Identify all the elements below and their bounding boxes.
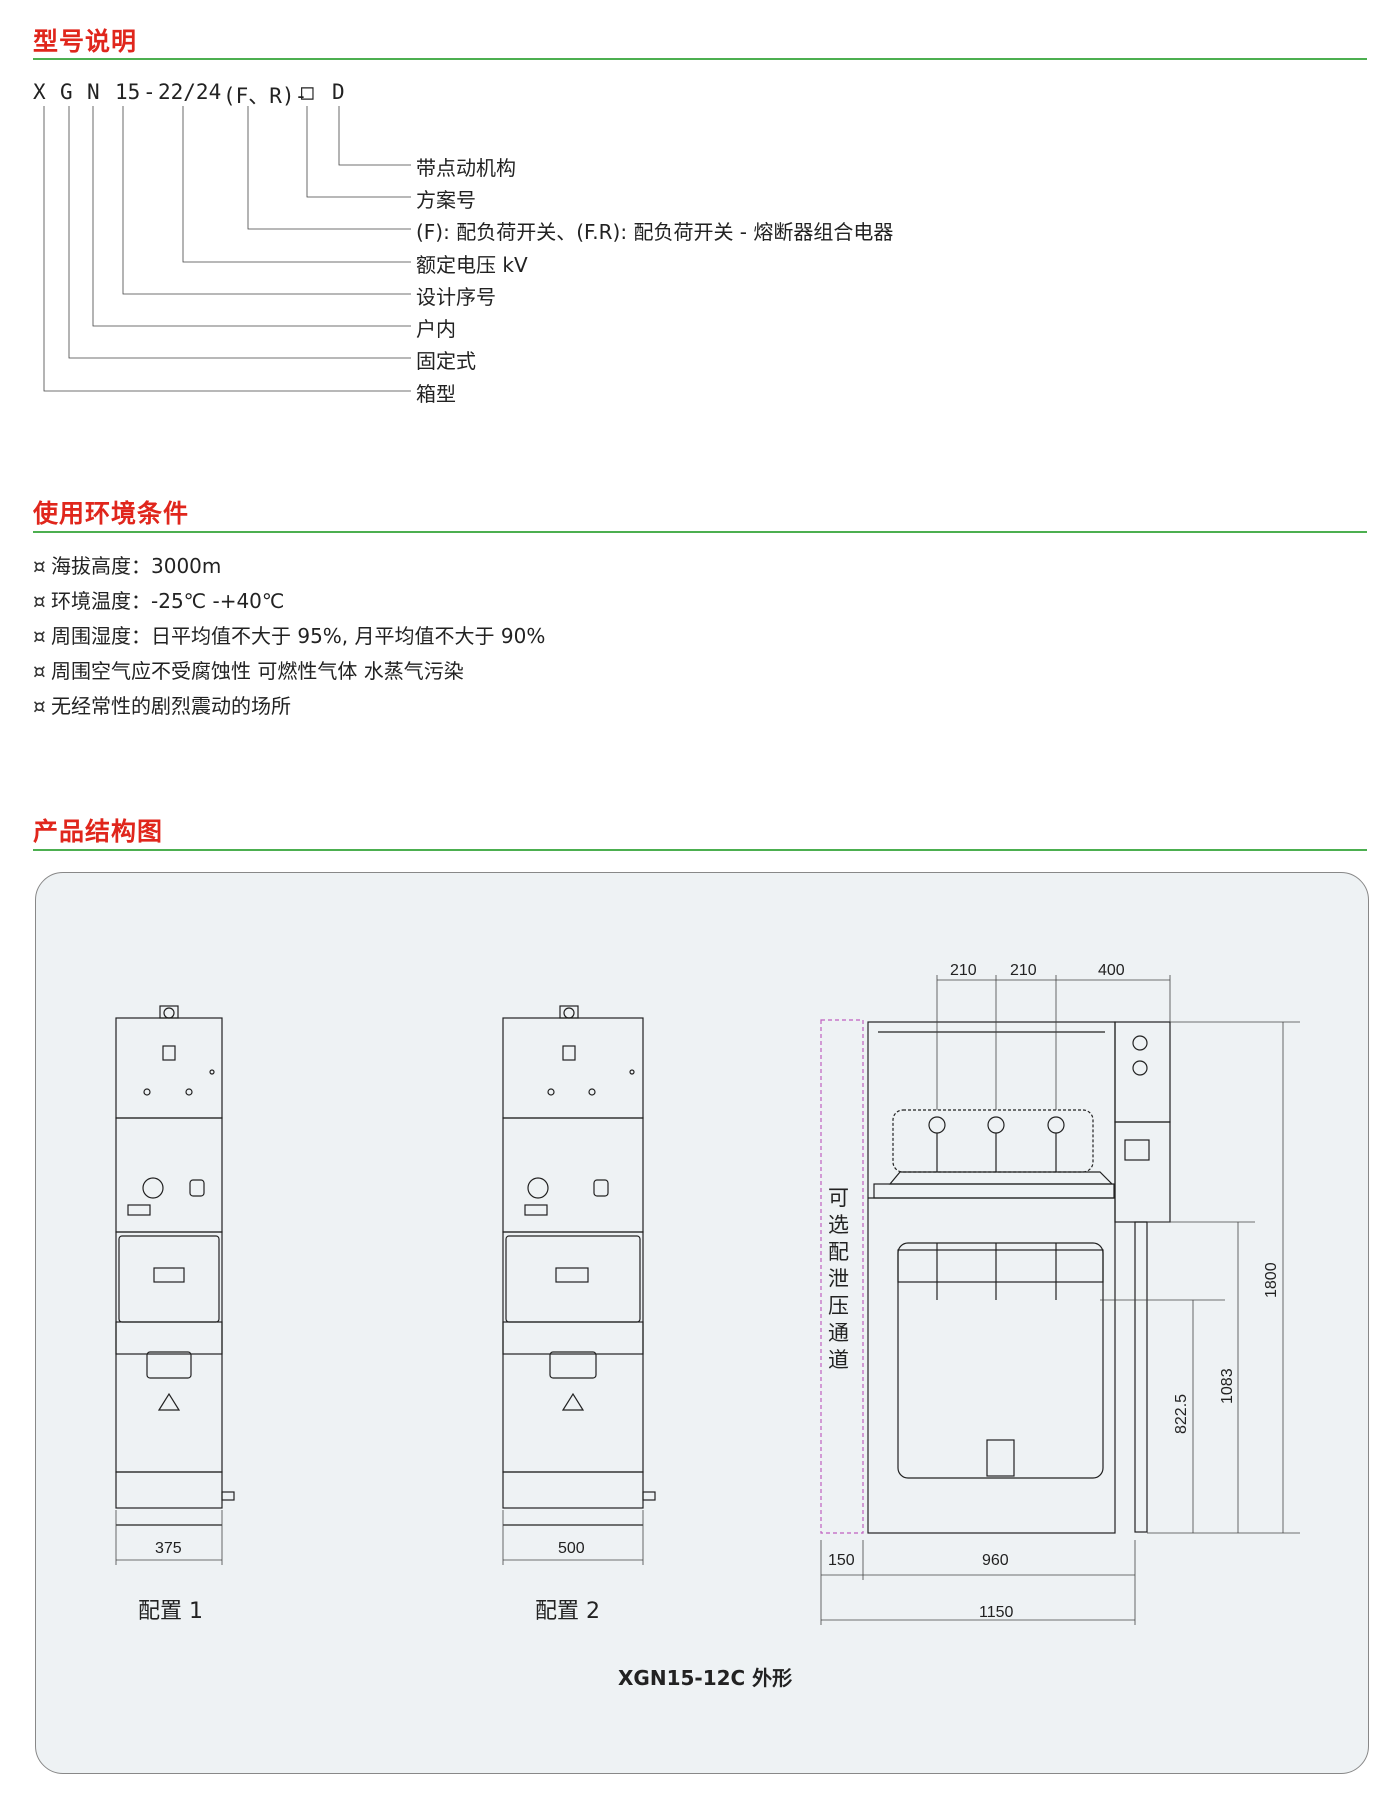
bullet-icon: ¤ [33,554,46,578]
bullet-icon: ¤ [33,624,46,648]
side-dim-1: 822.5 [1173,1394,1190,1434]
model-caption: XGN15-12C 外形 [618,1666,793,1690]
top-dim-3: 400 [1098,962,1125,979]
side-dim-3: 1800 [1263,1262,1280,1298]
code-part-series: 15 [115,80,141,104]
model-desc-7: 箱型 [416,382,456,406]
model-desc-5: 户内 [416,317,456,341]
code-part-fr: (F、R)- [223,84,308,108]
code-part-voltage: 22/24 [158,80,222,104]
section-title-model: 型号说明 [33,27,138,56]
list-item: ¤海拔高度：3000m [33,549,545,584]
code-part-d: D [332,80,345,104]
top-dim-2: 210 [1010,962,1037,979]
bullet-icon: ¤ [33,659,46,683]
config2-width-label: 500 [558,1540,585,1557]
side-dim-2: 1083 [1219,1368,1236,1404]
cabinet-side-view [820,1019,1171,1534]
list-item: ¤无经常性的剧烈震动的场所 [33,689,545,724]
section-title-structure: 产品结构图 [33,817,164,846]
model-desc-4: 设计序号 [416,285,496,309]
model-desc-3: 额定电压 kV [416,253,528,277]
bottom-dim-1: 150 [828,1552,855,1569]
section-divider [33,531,1367,533]
bottom-dim-3: 1150 [979,1604,1014,1621]
code-part-dash: - [143,80,156,104]
code-part-g: G [60,80,73,104]
cabinet-config-1 [115,1005,235,1526]
code-part-x: X [33,80,46,104]
code-part-scheme: □ [301,80,314,104]
config2-caption: 配置 2 [535,1599,600,1624]
env-list: ¤海拔高度：3000m ¤环境温度：-25℃ -+40℃ ¤周围湿度：日平均值不… [33,549,545,724]
config1-width-label: 375 [155,1540,182,1557]
bottom-dim-2: 960 [982,1552,1009,1569]
section-divider [33,58,1367,60]
model-code-leader-lines [43,106,411,392]
config1-caption: 配置 1 [138,1599,203,1624]
cabinet-config-2 [502,1005,656,1526]
section-divider [33,849,1367,851]
code-part-n: N [87,80,100,104]
vent-label: 可选配泄压通道 [828,1186,849,1372]
model-desc-0: 带点动机构 [416,156,516,180]
top-dim-1: 210 [950,962,977,979]
list-item: ¤环境温度：-25℃ -+40℃ [33,584,545,619]
model-desc-1: 方案号 [416,188,476,212]
model-desc-6: 固定式 [416,349,476,373]
bullet-icon: ¤ [33,694,46,718]
list-item: ¤周围空气应不受腐蚀性 可燃性气体 水蒸气污染 [33,654,545,689]
bullet-icon: ¤ [33,589,46,613]
list-item: ¤周围湿度：日平均值不大于 95%, 月平均值不大于 90% [33,619,545,654]
section-title-env: 使用环境条件 [33,499,190,528]
model-desc-2: (F): 配负荷开关、(F.R): 配负荷开关 - 熔断器组合电器 [416,220,894,244]
